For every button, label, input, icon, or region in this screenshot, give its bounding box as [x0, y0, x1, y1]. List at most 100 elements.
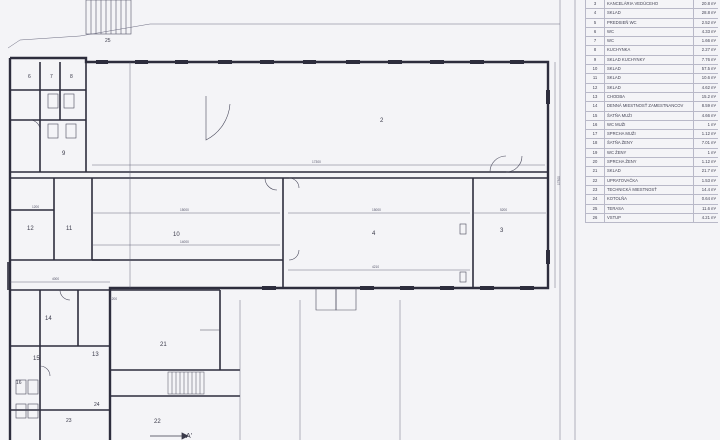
- room-number: 22: [154, 419, 161, 425]
- schedule-room-number: 24: [586, 195, 605, 204]
- schedule-room-number: 9: [586, 55, 605, 65]
- schedule-room-area: 11.6 m²: [702, 205, 716, 211]
- dimension-values: 17300 15000 15000 14000 4210 4000 1200 1…: [32, 160, 561, 301]
- schedule-room-area: 1 m²: [707, 121, 716, 127]
- door-swings: [29, 96, 523, 377]
- schedule-room-name: TERASA: [605, 204, 694, 213]
- schedule-room-area: 0.64 m²: [701, 196, 716, 202]
- schedule-room-number: 17: [586, 130, 605, 139]
- schedule-room-name: KOTOLŇA: [605, 195, 694, 204]
- schedule-room-number: 3: [586, 0, 605, 9]
- schedule-room-number: 11: [586, 74, 605, 83]
- section-mark-label: A': [186, 433, 192, 440]
- schedule-room-number: 8: [586, 46, 605, 55]
- schedule-room-name: WC ŽENY: [605, 148, 694, 158]
- windows-top: [96, 60, 550, 290]
- schedule-room-area: 1.53 m²: [701, 177, 716, 183]
- schedule-room-name: UPRATOVAČKA: [605, 176, 694, 185]
- room-number: 12: [27, 226, 34, 232]
- room-number: 11: [66, 226, 73, 232]
- room-number: 24: [94, 402, 100, 408]
- schedule-room-area: 2.52 m²: [701, 19, 716, 25]
- schedule-room-name: ŠATŇA ŽENY: [605, 139, 694, 148]
- schedule-room-name: WC: [605, 37, 694, 46]
- schedule-room-name: ŠATŇA MUŽI: [605, 111, 694, 120]
- schedule-room-number: 25: [586, 204, 605, 213]
- schedule-room-number: 23: [586, 185, 605, 195]
- room-number: 7: [50, 74, 53, 80]
- schedule-room-name: DENNÁ MIESTNOSŤ ZAMESTNANCOV: [605, 102, 694, 111]
- schedule-room-area: 1.12 m²: [701, 131, 716, 137]
- schedule-room-area: 7.01 m²: [701, 140, 716, 146]
- sanitary-fixtures: [15, 93, 467, 419]
- room-number: 8: [70, 74, 73, 80]
- dimension-label: 1200: [32, 205, 39, 209]
- schedule-room-number: 20: [586, 158, 605, 167]
- schedule-room-name: SKLAD: [605, 65, 694, 74]
- section-mark: [150, 432, 189, 440]
- schedule-room-name: CHODBA: [605, 92, 694, 102]
- schedule-room-number: 26: [586, 213, 605, 223]
- schedule-room-number: 13: [586, 92, 605, 102]
- dimension-label: 17300: [312, 160, 321, 164]
- room-number: 10: [173, 232, 180, 238]
- schedule-room-name: SPRCHA MUŽI: [605, 130, 694, 139]
- schedule-room-area: 4.62 m²: [701, 84, 716, 90]
- room-number: 2: [380, 118, 384, 124]
- schedule-room-area: 1.66 m²: [701, 38, 716, 44]
- schedule-room-name: SKLAD KUCHYNKY: [605, 55, 694, 65]
- schedule-room-area: 7.76 m²: [701, 56, 716, 62]
- room-number: 3: [500, 228, 504, 234]
- room-number: 25: [105, 38, 111, 44]
- dimension-label: 17300: [557, 176, 561, 185]
- schedule-room-area: 2.27 m²: [701, 47, 716, 53]
- inner-stair: [167, 371, 205, 395]
- room-numbers: 2 4 3 10 11 12 9 6 7 8 13 14 15 16 21 22…: [16, 38, 504, 425]
- exterior-walls: [8, 56, 550, 440]
- room-number: 16: [16, 380, 22, 386]
- schedule-room-number: 18: [586, 139, 605, 148]
- schedule-room-name: SKLAD: [605, 9, 694, 18]
- schedule-room-name: WC: [605, 27, 694, 37]
- room-number: 21: [160, 342, 167, 348]
- room-number: 4: [372, 231, 376, 237]
- schedule-room-number: 15: [586, 111, 605, 120]
- schedule-room-area: 1.12 m²: [701, 159, 716, 165]
- dimension-lines: [10, 62, 556, 440]
- dimension-label: 4000: [52, 277, 59, 281]
- schedule-room-name: SKLAD: [605, 74, 694, 83]
- schedule-room-number: 22: [586, 176, 605, 185]
- room-number: 9: [62, 151, 66, 157]
- schedule-room-area: 15.2 m²: [701, 93, 716, 99]
- schedule-room-number: 19: [586, 148, 605, 158]
- room-number: 14: [45, 316, 52, 322]
- entrance-stair: [85, 0, 132, 35]
- room-number: 13: [92, 352, 99, 358]
- dimension-label: 15000: [180, 208, 189, 212]
- schedule-room-name: SKLAD: [605, 83, 694, 92]
- schedule-room-area: 10.6 m²: [701, 75, 716, 81]
- schedule-room-number: 10: [586, 65, 605, 74]
- room-number: 15: [33, 356, 40, 362]
- room-number: 23: [66, 418, 72, 424]
